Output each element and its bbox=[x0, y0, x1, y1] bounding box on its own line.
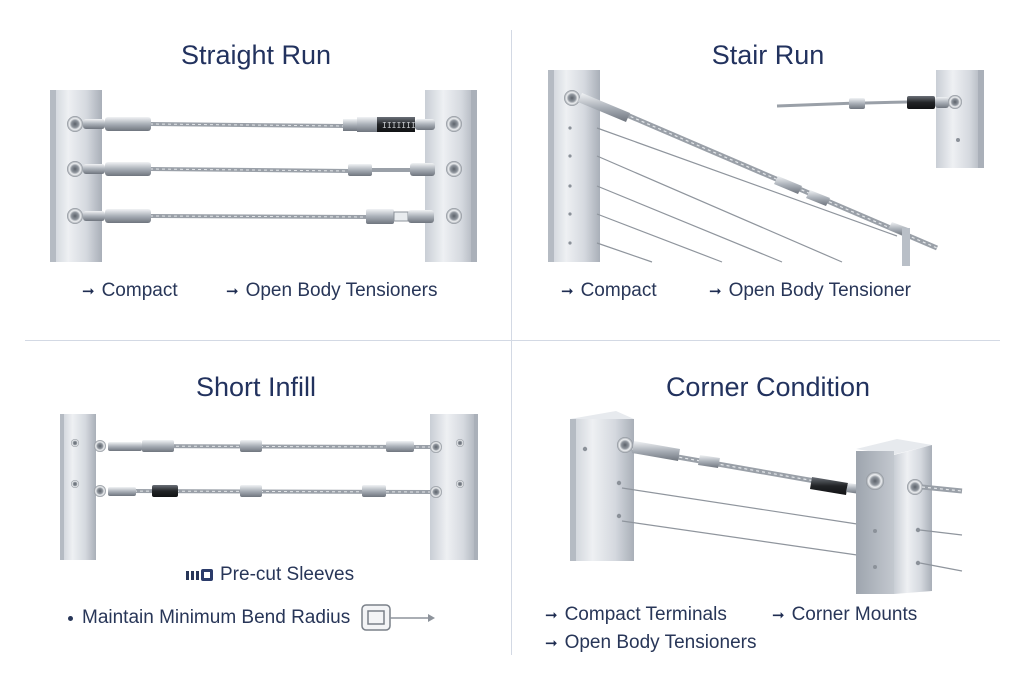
panel-stair-run: Stair Run ➞Compact bbox=[512, 0, 1024, 341]
label-compact: ➞Compact bbox=[82, 280, 178, 301]
arrow-right-icon: ➞ bbox=[561, 283, 574, 300]
label-pre-cut-sleeves: Pre-cut Sleeves bbox=[186, 564, 354, 586]
straight-run-illustration: IIIIIII bbox=[50, 90, 477, 262]
arrow-right-icon: ➞ bbox=[772, 607, 785, 624]
arrow-right-icon: ➞ bbox=[545, 635, 558, 652]
short-infill-illustration bbox=[60, 414, 478, 560]
sleeve-icon bbox=[186, 569, 213, 581]
label-open-body-tensioners: ➞Open Body Tensioners bbox=[226, 280, 438, 301]
label-open-body-tensioners: ➞Open Body Tensioners bbox=[545, 632, 757, 653]
panel-short-infill: Short Infill bbox=[0, 341, 512, 682]
cable-row bbox=[67, 161, 462, 177]
label-compact-terminals: ➞Compact Terminals bbox=[545, 604, 727, 625]
panel-title: Stair Run bbox=[711, 40, 825, 70]
horizontal-divider bbox=[25, 340, 1000, 341]
corner-condition-illustration bbox=[570, 411, 963, 594]
bullet-icon bbox=[68, 615, 73, 621]
label-open-body-tensioner: ➞Open Body Tensioner bbox=[709, 280, 911, 301]
tensioner-marking: IIIIIII bbox=[382, 121, 416, 130]
vertical-divider bbox=[511, 30, 512, 655]
panel-title: Straight Run bbox=[180, 40, 332, 70]
panel-straight-run: Straight Run IIIIIII bbox=[0, 0, 512, 341]
label-compact: ➞Compact bbox=[561, 280, 657, 301]
arrow-right-icon: ➞ bbox=[709, 283, 722, 300]
arrow-right-icon: ➞ bbox=[82, 283, 95, 300]
label-corner-mounts: ➞Corner Mounts bbox=[772, 604, 918, 625]
panel-title: Corner Condition bbox=[665, 372, 871, 402]
cable-row bbox=[94, 440, 442, 453]
cable-row bbox=[94, 485, 442, 498]
panel-title: Short Infill bbox=[195, 372, 317, 402]
bend-radius-icon bbox=[361, 604, 436, 631]
cable-row bbox=[67, 208, 462, 224]
panel-corner-condition: Corner Condition ➞C bbox=[512, 341, 1024, 682]
cable-row: IIIIIII bbox=[67, 116, 462, 132]
arrow-right-icon: ➞ bbox=[545, 607, 558, 624]
arrow-right-icon: ➞ bbox=[226, 283, 239, 300]
label-maintain-minimum-bend-radius: Maintain Minimum Bend Radius bbox=[68, 603, 436, 633]
stair-run-illustration bbox=[548, 70, 984, 266]
